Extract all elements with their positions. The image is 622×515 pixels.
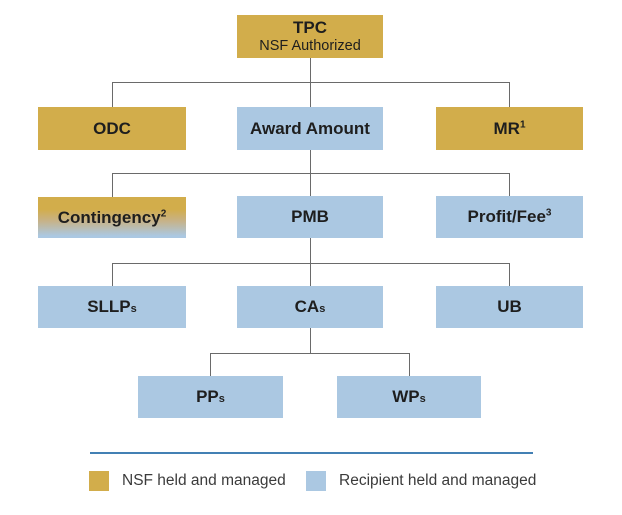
- node-mr-label: MR1: [493, 118, 526, 138]
- node-award-amount: Award Amount: [237, 107, 383, 150]
- connector-ub-drop: [509, 263, 510, 286]
- connector-mr-drop: [509, 82, 510, 107]
- legend-item-nsf: NSF held and managed: [89, 468, 286, 494]
- node-cas: CAs: [237, 286, 383, 328]
- node-cas-subscript: s: [319, 303, 326, 316]
- node-contingency-footnote: 2: [160, 208, 167, 220]
- node-odc-label: ODC: [93, 118, 131, 138]
- node-profit-fee-footnote: 3: [545, 207, 552, 219]
- connector-contingency-drop: [112, 173, 113, 197]
- connector-sllps-drop: [112, 263, 113, 286]
- node-wps: WPs: [337, 376, 481, 418]
- node-sllps: SLLPs: [38, 286, 186, 328]
- recipient-color-swatch: [306, 471, 326, 491]
- legend-recipient-label: Recipient held and managed: [339, 472, 537, 489]
- node-mr: MR1: [436, 107, 583, 150]
- node-sllps-label: SLLPs: [87, 297, 137, 317]
- node-contingency-label: Contingency2: [57, 207, 167, 227]
- node-profit-fee: Profit/Fee3: [436, 196, 583, 238]
- node-odc: ODC: [38, 107, 186, 150]
- connector-cas-center-vertical: [310, 328, 311, 353]
- nsf-color-swatch: [89, 471, 109, 491]
- node-ub: UB: [436, 286, 583, 328]
- connector-tpc-horizontal: [112, 82, 510, 83]
- node-tpc: TPC NSF Authorized: [237, 15, 383, 58]
- connector-cas-horizontal: [210, 353, 409, 354]
- legend-item-recipient: Recipient held and managed: [306, 468, 536, 494]
- node-sllps-subscript: s: [130, 303, 137, 316]
- connector-wps-drop: [409, 353, 410, 376]
- node-tpc-title: TPC: [293, 17, 327, 37]
- node-pps-label: PPs: [196, 387, 225, 407]
- node-tpc-subtitle: NSF Authorized: [259, 38, 361, 55]
- node-pps-subscript: s: [218, 393, 225, 406]
- node-award-amount-label: Award Amount: [250, 118, 370, 138]
- connector-profit-fee-drop: [509, 173, 510, 197]
- connector-pmb-horizontal: [112, 263, 510, 264]
- node-pmb-label: PMB: [291, 207, 329, 227]
- node-contingency: Contingency2: [38, 197, 186, 238]
- connector-award-horizontal: [112, 173, 510, 174]
- node-pps: PPs: [138, 376, 283, 418]
- connector-pps-drop: [210, 353, 211, 376]
- legend-nsf-label: NSF held and managed: [122, 472, 286, 489]
- connector-odc-drop: [112, 82, 113, 107]
- node-cas-label: CAs: [294, 297, 326, 317]
- node-pmb: PMB: [237, 196, 383, 238]
- node-wps-label: WPs: [392, 387, 426, 407]
- node-wps-subscript: s: [419, 393, 426, 406]
- node-ub-label: UB: [497, 297, 522, 317]
- node-mr-footnote: 1: [519, 119, 526, 131]
- legend-divider: [90, 452, 533, 454]
- node-profit-fee-label: Profit/Fee3: [467, 207, 552, 227]
- connector-pmb-center-vertical: [310, 238, 311, 286]
